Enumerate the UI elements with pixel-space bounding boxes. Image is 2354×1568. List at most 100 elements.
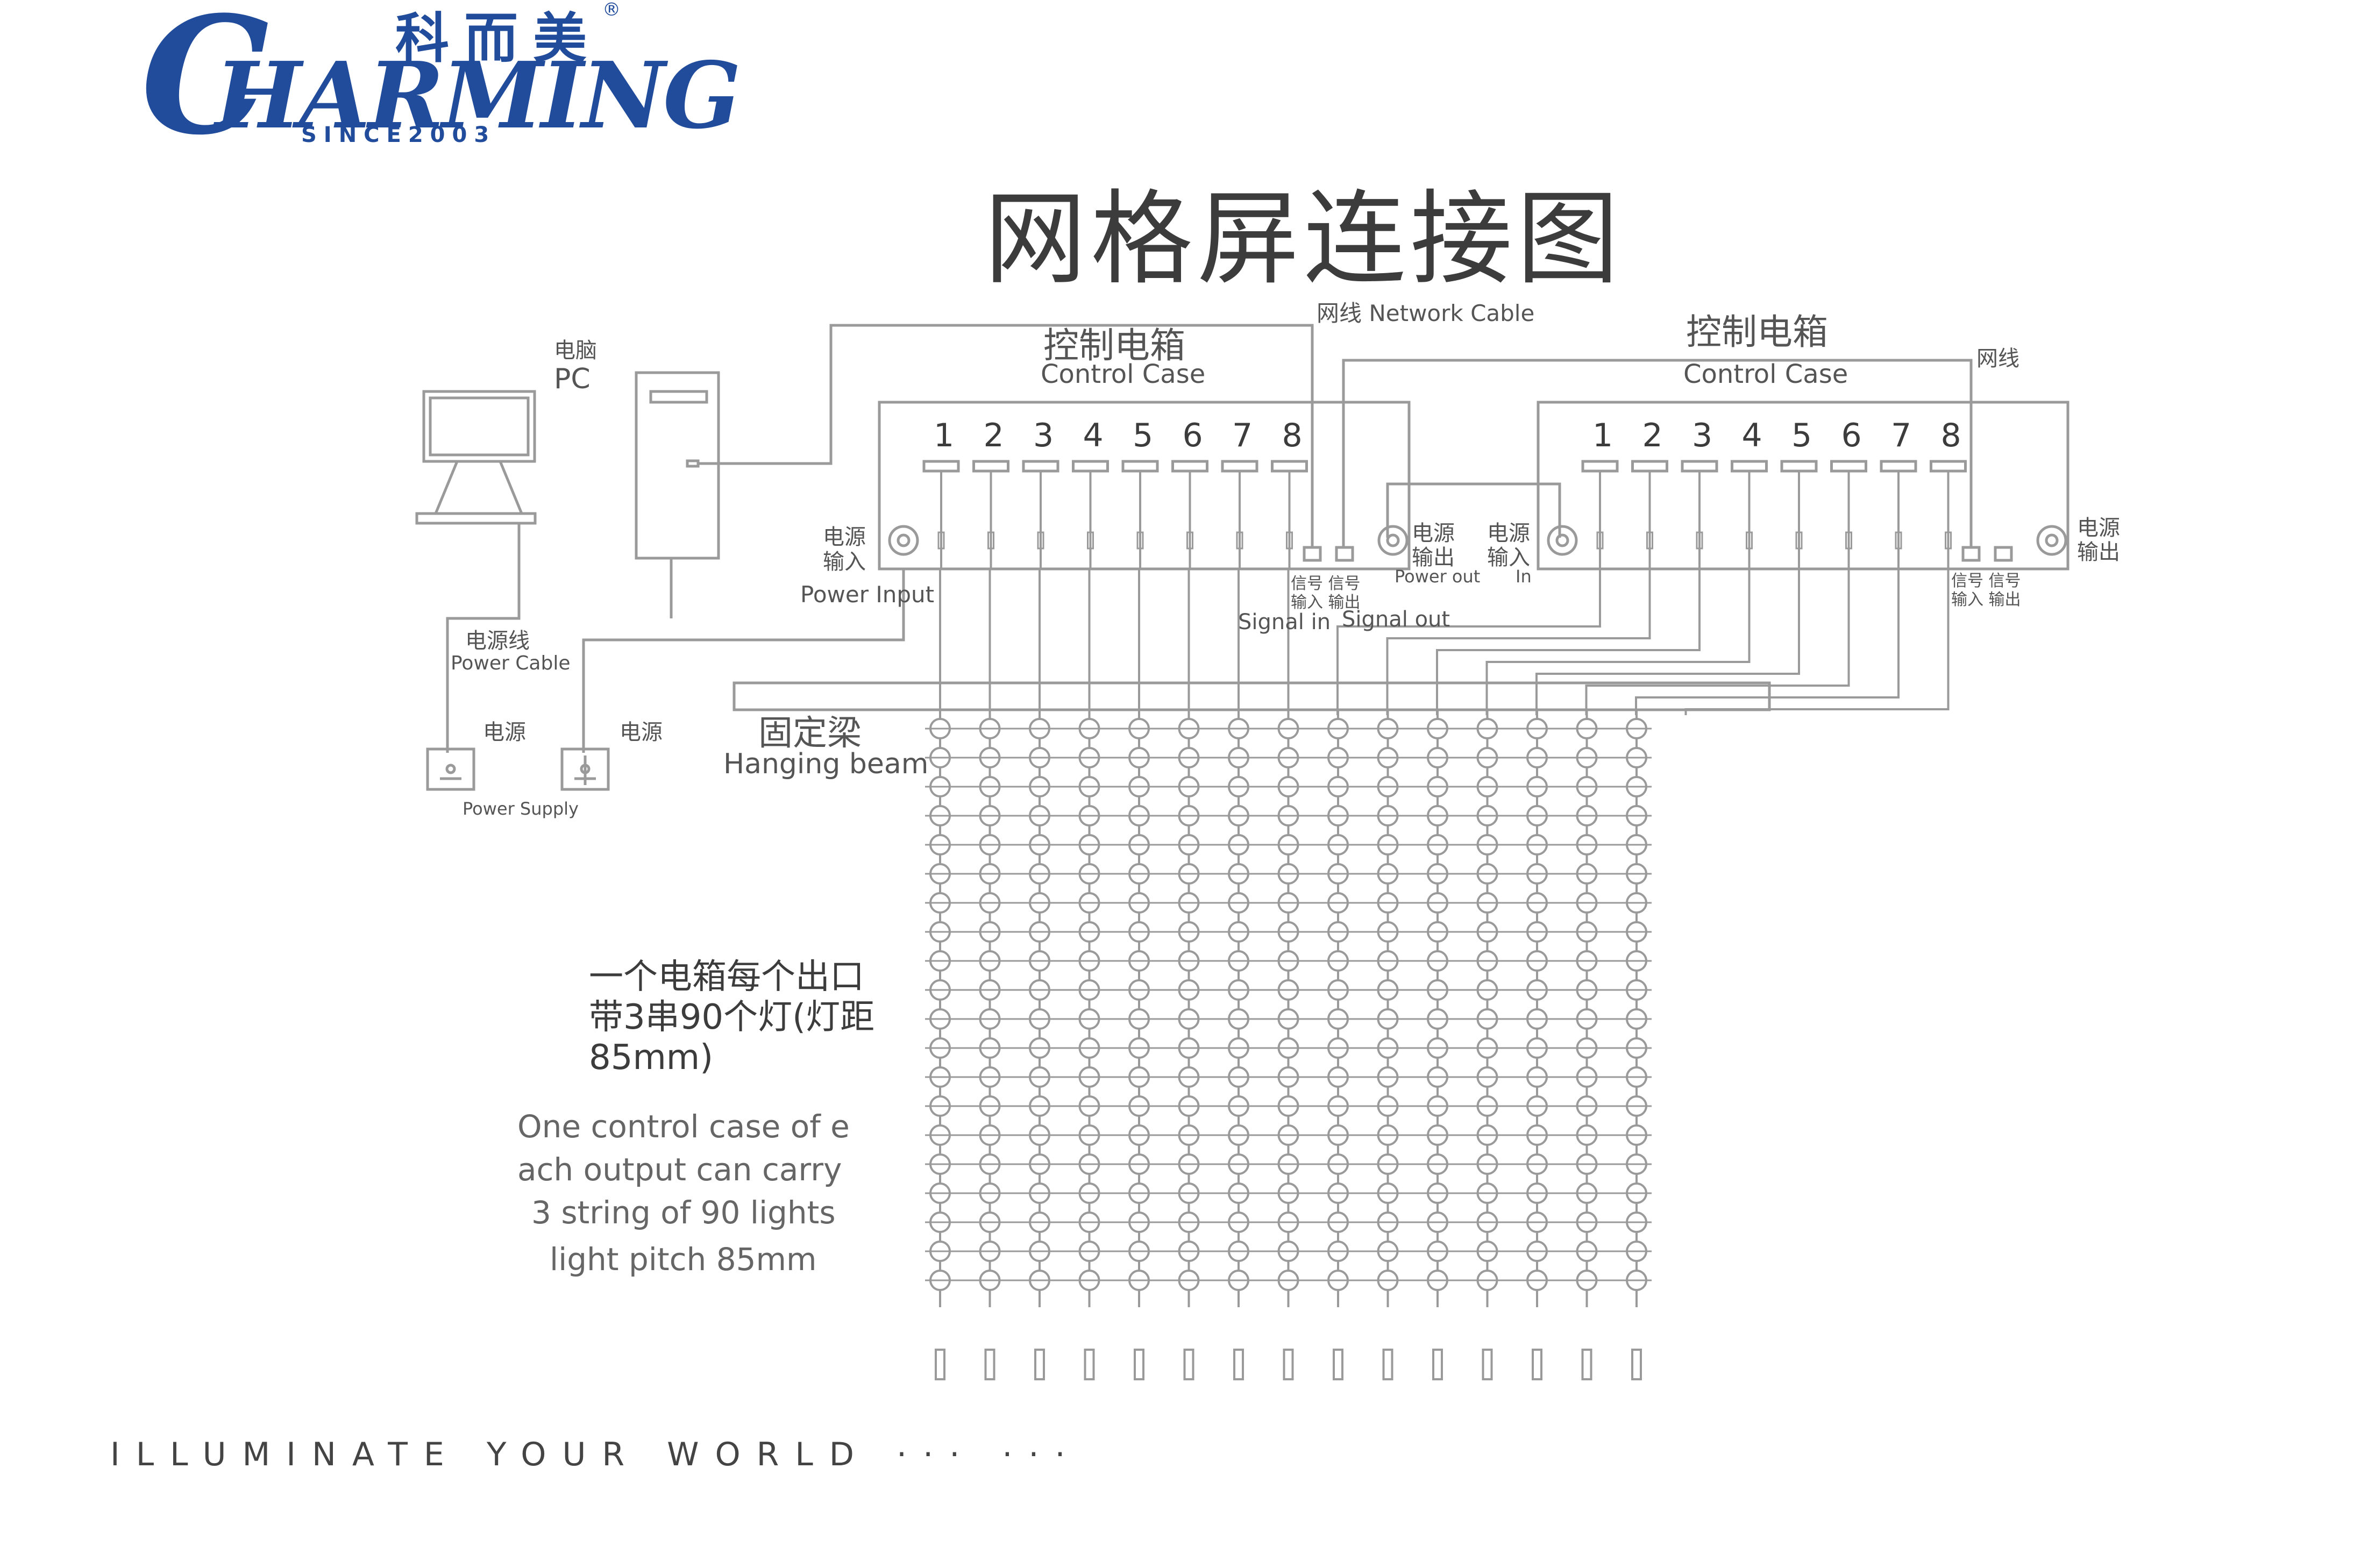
- port-fuse: [1596, 531, 1604, 550]
- port-fuse: [1795, 531, 1803, 550]
- power-out-label-en: Power out: [1395, 566, 1480, 587]
- power-out-label-cn-1: 电源: [1412, 521, 1455, 546]
- output-port-5: [1780, 460, 1818, 473]
- logo-since: SINCE2003: [301, 123, 496, 147]
- output-port-1: [922, 460, 960, 473]
- note-en-line-4: light pitch 85mm: [550, 1241, 817, 1278]
- string-end-cap: [1482, 1349, 1493, 1380]
- lead-port-8: [1684, 569, 1950, 715]
- port-number-6-case2: 6: [1841, 417, 1862, 454]
- logo-wordmark: HARMING: [215, 42, 741, 149]
- port-fuse: [1895, 531, 1902, 550]
- power-cable-label-cn: 电源线: [465, 629, 530, 653]
- power-cable-case-link: [1386, 482, 1561, 538]
- string-end-cap: [1233, 1349, 1244, 1380]
- lead-port-1: [1336, 569, 1601, 715]
- control-case-1: [878, 401, 1411, 571]
- network-cable-label-cn: 网线: [1976, 346, 2019, 371]
- power-socket-icon: [426, 747, 475, 791]
- port-number-1-case1: 1: [934, 417, 954, 454]
- power-cable-monitor: [446, 523, 521, 753]
- lead-port-5: [1535, 569, 1800, 715]
- power-socket-icon: [560, 747, 610, 791]
- hanging-beam-label-cn: 固定梁: [758, 714, 862, 753]
- note-cn-line-3: 85mm): [589, 1038, 713, 1078]
- logo-initial: C: [141, 0, 269, 170]
- power-out-label-cn-2: 输出: [1412, 545, 1455, 570]
- power-in-2-label-en: In: [1516, 566, 1532, 587]
- light-grid: [925, 569, 1652, 1380]
- port-fuse: [1945, 531, 1952, 550]
- port-fuse: [1186, 531, 1193, 550]
- string-end-cap: [1283, 1349, 1294, 1380]
- power-label-2: 电源: [620, 720, 663, 745]
- string-end-cap: [935, 1349, 945, 1380]
- string-end-cap: [1134, 1349, 1144, 1380]
- signal-out-port: [1335, 546, 1354, 562]
- control-case-2-label-en: Control Case: [1683, 359, 1848, 389]
- output-port-4: [1731, 460, 1768, 473]
- output-port-7: [1221, 460, 1258, 473]
- string-end-cap: [984, 1349, 995, 1380]
- power-input-connector-icon: [1547, 525, 1578, 556]
- control-case-1-label-en: Control Case: [1041, 359, 1205, 389]
- output-port-5: [1121, 460, 1159, 473]
- control-case-2: [1537, 401, 2069, 571]
- pc-label-cn: 电脑: [554, 338, 597, 363]
- port-number-8-case2: 8: [1941, 417, 1961, 454]
- port-fuse: [1087, 531, 1094, 550]
- power-in-2-label-cn-1: 电源: [1487, 521, 1530, 546]
- port-number-4-case1: 4: [1083, 417, 1104, 454]
- port-number-5-case1: 5: [1133, 417, 1153, 454]
- pc-tower-icon: [635, 371, 720, 560]
- port-number-2-case1: 2: [984, 417, 1004, 454]
- lead-port-6: [1585, 569, 1850, 715]
- string-end-cap: [1333, 1349, 1343, 1380]
- case2-power-out-label-cn-1: 电源: [2077, 516, 2120, 540]
- port-fuse: [937, 531, 945, 550]
- port-number-8-case1: 8: [1282, 417, 1303, 454]
- power-label-1: 电源: [483, 720, 526, 745]
- output-port-3: [1022, 460, 1059, 473]
- string-end-cap: [1034, 1349, 1045, 1380]
- page-title: 网格屏连接图: [984, 180, 1624, 298]
- output-port-8: [1930, 460, 1967, 473]
- hanging-beam-label-en: Hanging beam: [723, 748, 928, 780]
- note-en-line-2: ach output can carry: [517, 1151, 842, 1188]
- output-port-6: [1171, 460, 1208, 473]
- port-fuse: [1037, 531, 1044, 550]
- network-cable-label: 网线 Network Cable: [1317, 300, 1534, 326]
- output-port-3: [1681, 460, 1718, 473]
- pc-label-en: PC: [554, 363, 591, 395]
- signal-out-label: Signal out: [1342, 607, 1450, 632]
- monitor-stand: [433, 461, 524, 515]
- signal-in-port: [1961, 546, 1981, 562]
- logo-brand-cn: 科而美: [395, 7, 602, 70]
- port-number-7-case1: 7: [1232, 417, 1253, 454]
- note-cn-line-1: 一个电箱每个出口: [589, 957, 864, 997]
- port-number-1-case2: 1: [1592, 417, 1613, 454]
- case2-output-ports: [1581, 460, 1967, 569]
- port-fuse: [1696, 531, 1703, 550]
- string-end-cap: [1084, 1349, 1095, 1380]
- string-end-cap: [1581, 1349, 1592, 1380]
- output-port-1: [1581, 460, 1619, 473]
- case1-output-ports: [922, 460, 1308, 569]
- signal-out-port: [1994, 546, 2013, 562]
- logo-registered-mark: ®: [602, 0, 621, 20]
- lead-port-7: [1635, 569, 1900, 715]
- string-end-cap: [1382, 1349, 1393, 1380]
- output-port-2: [1631, 460, 1668, 473]
- control-case-1-label-cn: 控制电箱: [1043, 325, 1185, 366]
- port-fuse: [1746, 531, 1753, 550]
- port-fuse: [1845, 531, 1852, 550]
- port-number-3-case1: 3: [1033, 417, 1054, 454]
- control-case-2-label-cn: 控制电箱: [1686, 311, 1828, 353]
- port-number-7-case2: 7: [1891, 417, 1911, 454]
- port-fuse: [1286, 531, 1293, 550]
- port-fuse: [1646, 531, 1653, 550]
- port-number-3-case2: 3: [1692, 417, 1712, 454]
- port-number-2-case2: 2: [1642, 417, 1663, 454]
- lead-port-3: [1436, 569, 1701, 715]
